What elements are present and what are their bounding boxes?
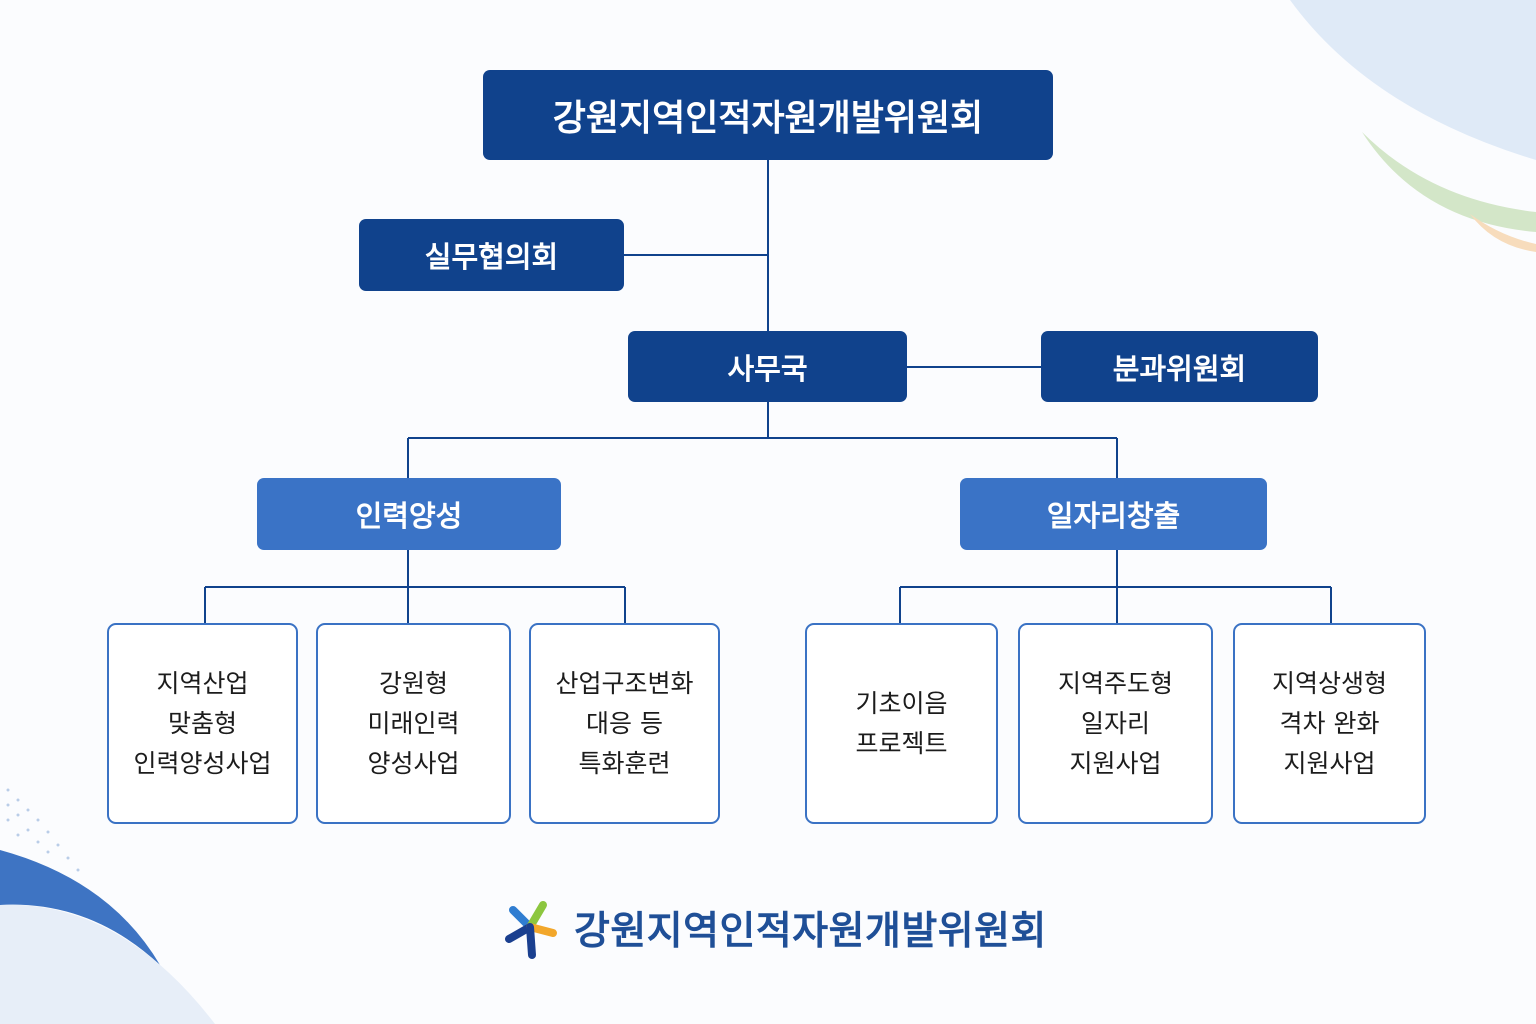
working-council-box: 실무협의회 <box>359 219 624 291</box>
footer-logo: 강원지역인적자원개발위원회 <box>500 888 1047 968</box>
program-line: 특화훈련 <box>578 748 671 778</box>
program-box: 산업구조변화 대응 등 특화훈련 <box>529 623 720 824</box>
working-council-label: 실무협의회 <box>424 240 559 274</box>
council-logo-icon <box>505 901 557 959</box>
program-box: 지역상생형 격차 완화 지원사업 <box>1233 623 1426 824</box>
program-line: 격차 완화 <box>1279 708 1380 738</box>
program-line: 인력양성사업 <box>133 748 272 778</box>
program-box: 지역주도형 일자리 지원사업 <box>1018 623 1213 824</box>
program-line: 일자리 <box>1080 708 1150 738</box>
subcommittee-box: 분과위원회 <box>1041 331 1318 402</box>
division-training-label: 인력양성 <box>355 499 463 533</box>
program-line: 지역산업 <box>156 668 249 698</box>
division-jobs-label: 일자리창출 <box>1046 499 1181 533</box>
program-line: 지원사업 <box>1069 748 1162 778</box>
program-box: 지역산업 맞춤형 인력양성사업 <box>107 623 298 824</box>
program-line: 양성사업 <box>367 748 460 778</box>
footer-organization-name: 강원지역인적자원개발위원회 <box>574 909 1047 954</box>
division-jobs-box: 일자리창출 <box>960 478 1267 550</box>
program-box: 기초이음 프로젝트 <box>805 623 998 824</box>
program-line: 맞춤형 <box>167 708 237 738</box>
secretariat-label: 사무국 <box>727 351 808 386</box>
program-line: 대응 등 <box>586 708 663 738</box>
program-line: 미래인력 <box>367 708 460 738</box>
program-line: 기초이음 <box>855 688 948 718</box>
program-box: 강원형 미래인력 양성사업 <box>316 623 511 824</box>
program-line: 산업구조변화 <box>555 668 694 698</box>
program-line: 지역주도형 <box>1057 668 1173 698</box>
top-committee-label: 강원지역인적자원개발위원회 <box>552 98 984 139</box>
program-line: 지역상생형 <box>1271 668 1387 698</box>
subcommittee-label: 분과위원회 <box>1112 351 1247 386</box>
program-line: 프로젝트 <box>855 728 948 758</box>
program-line: 지원사업 <box>1283 748 1376 778</box>
program-line: 강원형 <box>378 668 448 698</box>
secretariat-box: 사무국 <box>628 331 907 402</box>
top-committee-box: 강원지역인적자원개발위원회 <box>483 70 1053 160</box>
division-training-box: 인력양성 <box>257 478 561 550</box>
